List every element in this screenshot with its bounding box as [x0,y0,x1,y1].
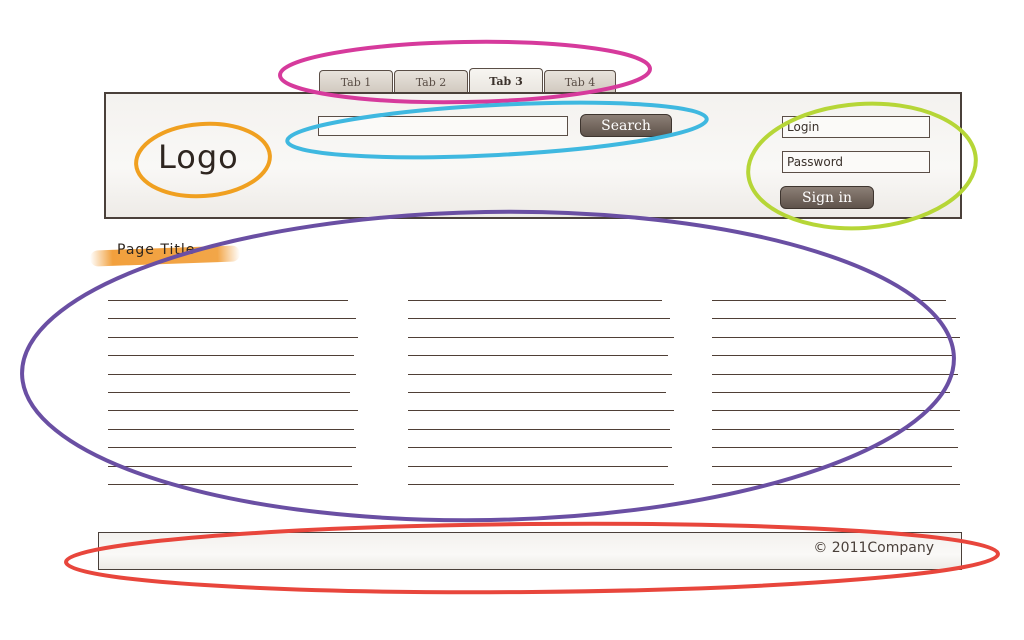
tab-4[interactable]: Tab 4 [544,70,616,94]
tab-label: Tab 1 [340,76,372,89]
password-field[interactable]: Password [782,151,930,173]
tab-label: Tab 2 [415,76,447,89]
tab-2[interactable]: Tab 2 [394,70,468,94]
content-column-1 [108,300,358,502]
copyright-text: © 2011Company [813,540,934,556]
page-title: Page Title [117,242,196,258]
search-input[interactable] [318,116,568,136]
tab-1[interactable]: Tab 1 [319,70,393,94]
login-field[interactable]: Login [782,116,930,138]
search-button[interactable]: Search [580,114,672,137]
tab-label: Tab 4 [564,76,596,89]
logo[interactable]: Logo [158,138,239,176]
tab-label: Tab 3 [489,75,523,88]
content-column-2 [408,300,676,502]
sign-in-button[interactable]: Sign in [780,186,874,209]
tab-3[interactable]: Tab 3 [469,68,543,94]
content-column-3 [712,300,962,502]
